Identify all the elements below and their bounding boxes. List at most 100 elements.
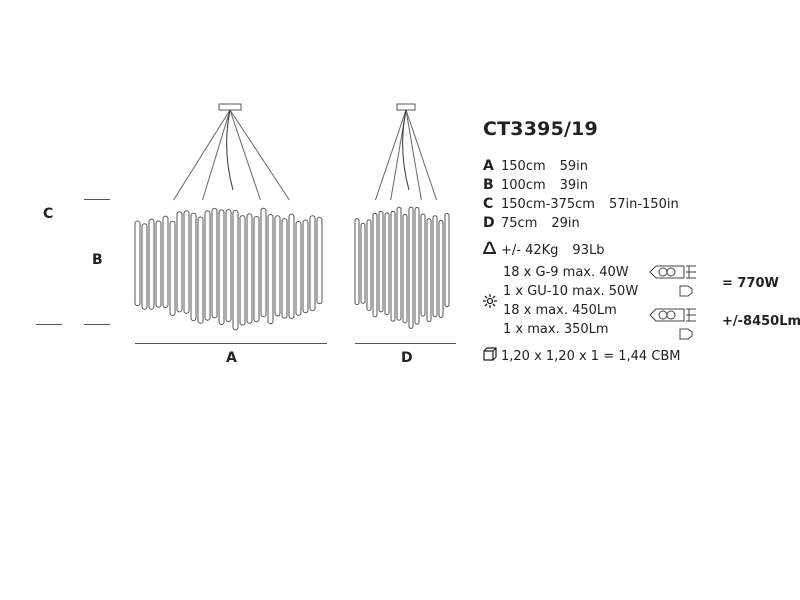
crystal-rod [396,206,402,321]
dim-imperial: 29in [551,216,580,231]
dim-metric: 100cm [501,178,546,193]
crystal-rod [232,209,239,331]
canopy [396,103,416,111]
dim-metric: 75cm [501,216,538,231]
dimension-row-b: B 100cm 39in [483,177,602,193]
dimension-row-d: D 75cm 29in [483,215,594,231]
power-cable [226,109,234,191]
label-d: D [401,350,413,366]
g9-bulb-icon [658,267,668,277]
suspension-wire [173,109,231,201]
crystal-rod [384,212,390,315]
dim-key: B [483,177,494,193]
box-icon [483,347,501,364]
crystal-rod [190,212,197,322]
crystal-rod [378,210,384,313]
crystal-rod [274,215,281,317]
crystal-rod [309,215,316,312]
crystal-rod [211,207,218,319]
light-bulb-sun-icon [483,293,497,312]
crystal-rod [141,223,148,310]
dimension-tick [36,324,62,325]
crystal-rod [253,215,260,323]
crystal-rod [204,210,211,321]
g9-bulb-icon [686,308,696,322]
crystal-rod [148,218,155,310]
dim-metric: 150cm-375cm [501,197,595,212]
crystal-rod [267,214,274,325]
crystal-rod [438,219,444,319]
suspension-wire [374,109,407,201]
power-cable [402,109,410,191]
gu10-bulb-icon [679,328,693,340]
dim-imperial: 39in [559,178,589,193]
crystal-rod [432,215,438,318]
suspension-wire [229,109,261,201]
packaging-row: 1,20 x 1,20 x 1 = 1,44 CBM [483,347,695,364]
g9-bulb-icon [658,310,668,320]
weight-imperial: 93Lb [572,243,605,258]
g9-bulb-icon [686,265,696,279]
g9-bulb-icon [649,265,685,279]
crystal-rod [218,209,225,326]
dimension-row-a: A 150cm 59in [483,158,602,174]
crystal-rod [260,207,267,318]
crystal-rod [408,206,414,329]
suspension-wire [405,109,422,201]
crystal-rod [176,211,183,313]
weight-icon [482,241,501,258]
crystal-rod [372,212,378,318]
crystal-rod [183,210,190,314]
dim-metric: 150cm [501,159,546,174]
crystal-rod [316,216,323,305]
crystal-rod [360,222,366,304]
crystal-rod [239,215,246,326]
crystal-rod [155,220,162,308]
dim-imperial: 59in [559,159,589,174]
crystal-rod [225,209,232,322]
g9-bulb-icon [666,310,676,320]
crystal-rod [295,221,302,316]
crystal-rod [420,213,426,317]
total-lumen: +/-8450Lm [722,314,800,329]
crystal-rod [134,220,141,307]
crystal-rod [402,214,408,324]
crystal-rod [197,216,204,324]
crystal-rod [354,218,360,306]
label-b: B [92,252,103,268]
crystal-rod [169,220,176,317]
crystal-rod [162,215,169,308]
product-code: CT3395/19 [483,118,598,140]
g9-bulb-icon [649,308,685,322]
dimension-tick [84,199,110,200]
lighting-line: 1 x max. 350Lm [503,322,609,337]
suspension-wire [202,109,231,201]
g9-bulb-icon [666,267,676,277]
dim-imperial: 57in-150in [608,197,679,212]
crystal-rod [281,218,288,319]
dimension-line-a [135,343,327,344]
dim-key: C [483,196,494,212]
crystal-rod [426,218,432,323]
crystal-rod [414,207,420,325]
crystal-rod [302,219,309,314]
gu10-bulb-icon [679,285,693,297]
weight-metric: +/- 42Kg [501,243,559,258]
crystal-rod [366,219,372,311]
crystal-rod [246,213,253,324]
dim-key: A [483,158,494,174]
total-power: = 770W [722,276,779,291]
lighting-line: 18 x max. 450Lm [503,303,617,318]
dim-key: D [483,215,495,231]
weight-row: +/- 42Kg 93Lb [482,241,618,258]
dimension-line-d [355,343,456,344]
dimension-row-c: C 150cm-375cm 57in-150in [483,196,693,212]
label-a: A [226,350,237,366]
canopy [218,103,242,111]
suspension-wire [229,109,290,201]
crystal-rod [390,210,396,322]
suspension-wire [405,109,438,201]
packaging-text: 1,20 x 1,20 x 1 = 1,44 CBM [501,349,681,364]
